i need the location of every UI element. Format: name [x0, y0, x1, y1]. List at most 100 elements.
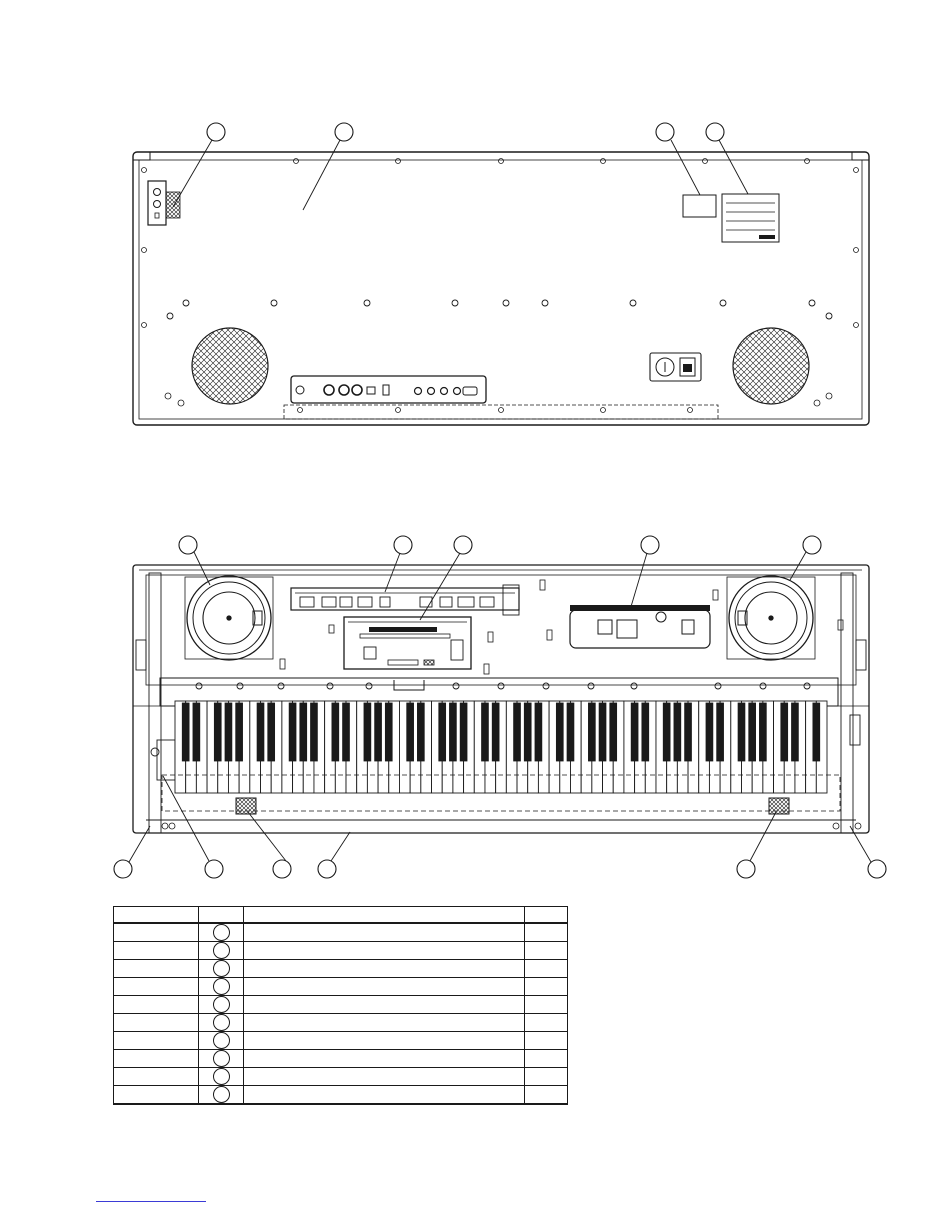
black-key [213, 702, 222, 762]
quantity-cell [524, 922, 568, 942]
black-key [384, 702, 393, 762]
chassis-outline [132, 564, 870, 834]
quantity-cell [524, 1031, 568, 1050]
part-number-cell [113, 1013, 199, 1032]
reference-circle [212, 978, 230, 995]
callout-bubble [867, 859, 887, 879]
ref-cell [198, 995, 244, 1014]
rear-panel-outline [132, 151, 870, 426]
black-key [662, 702, 671, 762]
quantity-cell [524, 1067, 568, 1086]
reference-circle [212, 924, 230, 941]
ref-cell [198, 1067, 244, 1086]
ref-cell [198, 977, 244, 996]
black-key [673, 702, 682, 762]
black-key [299, 702, 308, 762]
reference-circle [212, 1032, 230, 1049]
callout-bubble [204, 859, 224, 879]
ref-cell [198, 1031, 244, 1050]
black-key [181, 702, 190, 762]
part-number-cell [113, 1067, 199, 1086]
rear-label-small [682, 194, 717, 218]
left-speaker-grille [191, 327, 269, 405]
ref-cell [198, 1013, 244, 1032]
black-key [331, 702, 340, 762]
description-cell [243, 1067, 525, 1086]
callout-bubble [802, 535, 822, 555]
quantity-cell [524, 959, 568, 978]
ref-cell [198, 941, 244, 960]
parts-list-table [113, 906, 568, 1105]
description-cell [243, 1031, 525, 1050]
quantity-cell [524, 995, 568, 1014]
part-number-cell [113, 941, 199, 960]
black-key [737, 702, 746, 762]
callout-bubble [206, 122, 226, 142]
rear-panel-view [132, 122, 870, 426]
reference-circle [212, 1050, 230, 1067]
description-cell [243, 922, 525, 942]
quantity-cell [524, 1013, 568, 1032]
black-key [513, 702, 521, 762]
black-key [491, 702, 500, 762]
callout-bubble [178, 535, 198, 555]
table-row [113, 1013, 568, 1032]
ref-cell [198, 959, 244, 978]
quantity-cell [524, 941, 568, 960]
part-number-cell [113, 959, 199, 978]
part-number-cell [113, 995, 199, 1014]
quantity-cell [524, 977, 568, 996]
black-key [588, 702, 596, 762]
header-cell [243, 906, 525, 924]
black-key [791, 702, 799, 762]
table-header-row [113, 906, 568, 924]
left-speaker [184, 575, 274, 661]
wire-clamps [279, 579, 844, 675]
black-key [192, 702, 201, 762]
rear-top-screws [141, 158, 859, 328]
black-key [267, 702, 276, 762]
black-key [406, 702, 414, 762]
black-key [449, 702, 457, 762]
footer-link-underline[interactable] [96, 1201, 206, 1202]
ref-cell [198, 922, 244, 942]
part-number-cell [113, 1031, 199, 1050]
black-key [342, 702, 350, 762]
black-key [705, 702, 714, 762]
reference-circle [212, 1086, 230, 1103]
table-row [113, 1049, 568, 1068]
black-key [555, 702, 564, 762]
power-inlet [649, 352, 702, 382]
main-circuit-board [343, 616, 472, 670]
callout-bubble [334, 122, 354, 142]
black-key [641, 702, 650, 762]
rear-middle-screws [166, 299, 833, 320]
black-key [235, 702, 243, 762]
black-key [780, 702, 789, 762]
black-key [288, 702, 297, 762]
right-bottom-grille [768, 797, 790, 815]
jack-circuit-board [290, 584, 520, 616]
reference-circle [212, 996, 230, 1013]
description-cell [243, 977, 525, 996]
black-key [224, 702, 233, 762]
black-key [459, 702, 468, 762]
black-key [374, 702, 382, 762]
part-number-cell [113, 1049, 199, 1068]
black-key [812, 702, 821, 762]
callout-bubble [736, 859, 756, 879]
black-key [523, 702, 532, 762]
table-row [113, 995, 568, 1014]
header-cell [113, 906, 199, 924]
headphone-jack-bracket [147, 180, 181, 226]
side-brackets [135, 572, 867, 834]
black-key [310, 702, 318, 762]
keyboard-assembly [174, 700, 828, 794]
right-speaker [726, 575, 816, 661]
callout-bubble [272, 859, 292, 879]
callout-bubble [317, 859, 337, 879]
table-row [113, 977, 568, 996]
callout-bubble [453, 535, 473, 555]
reference-circle [212, 1068, 230, 1085]
black-key [716, 702, 724, 762]
